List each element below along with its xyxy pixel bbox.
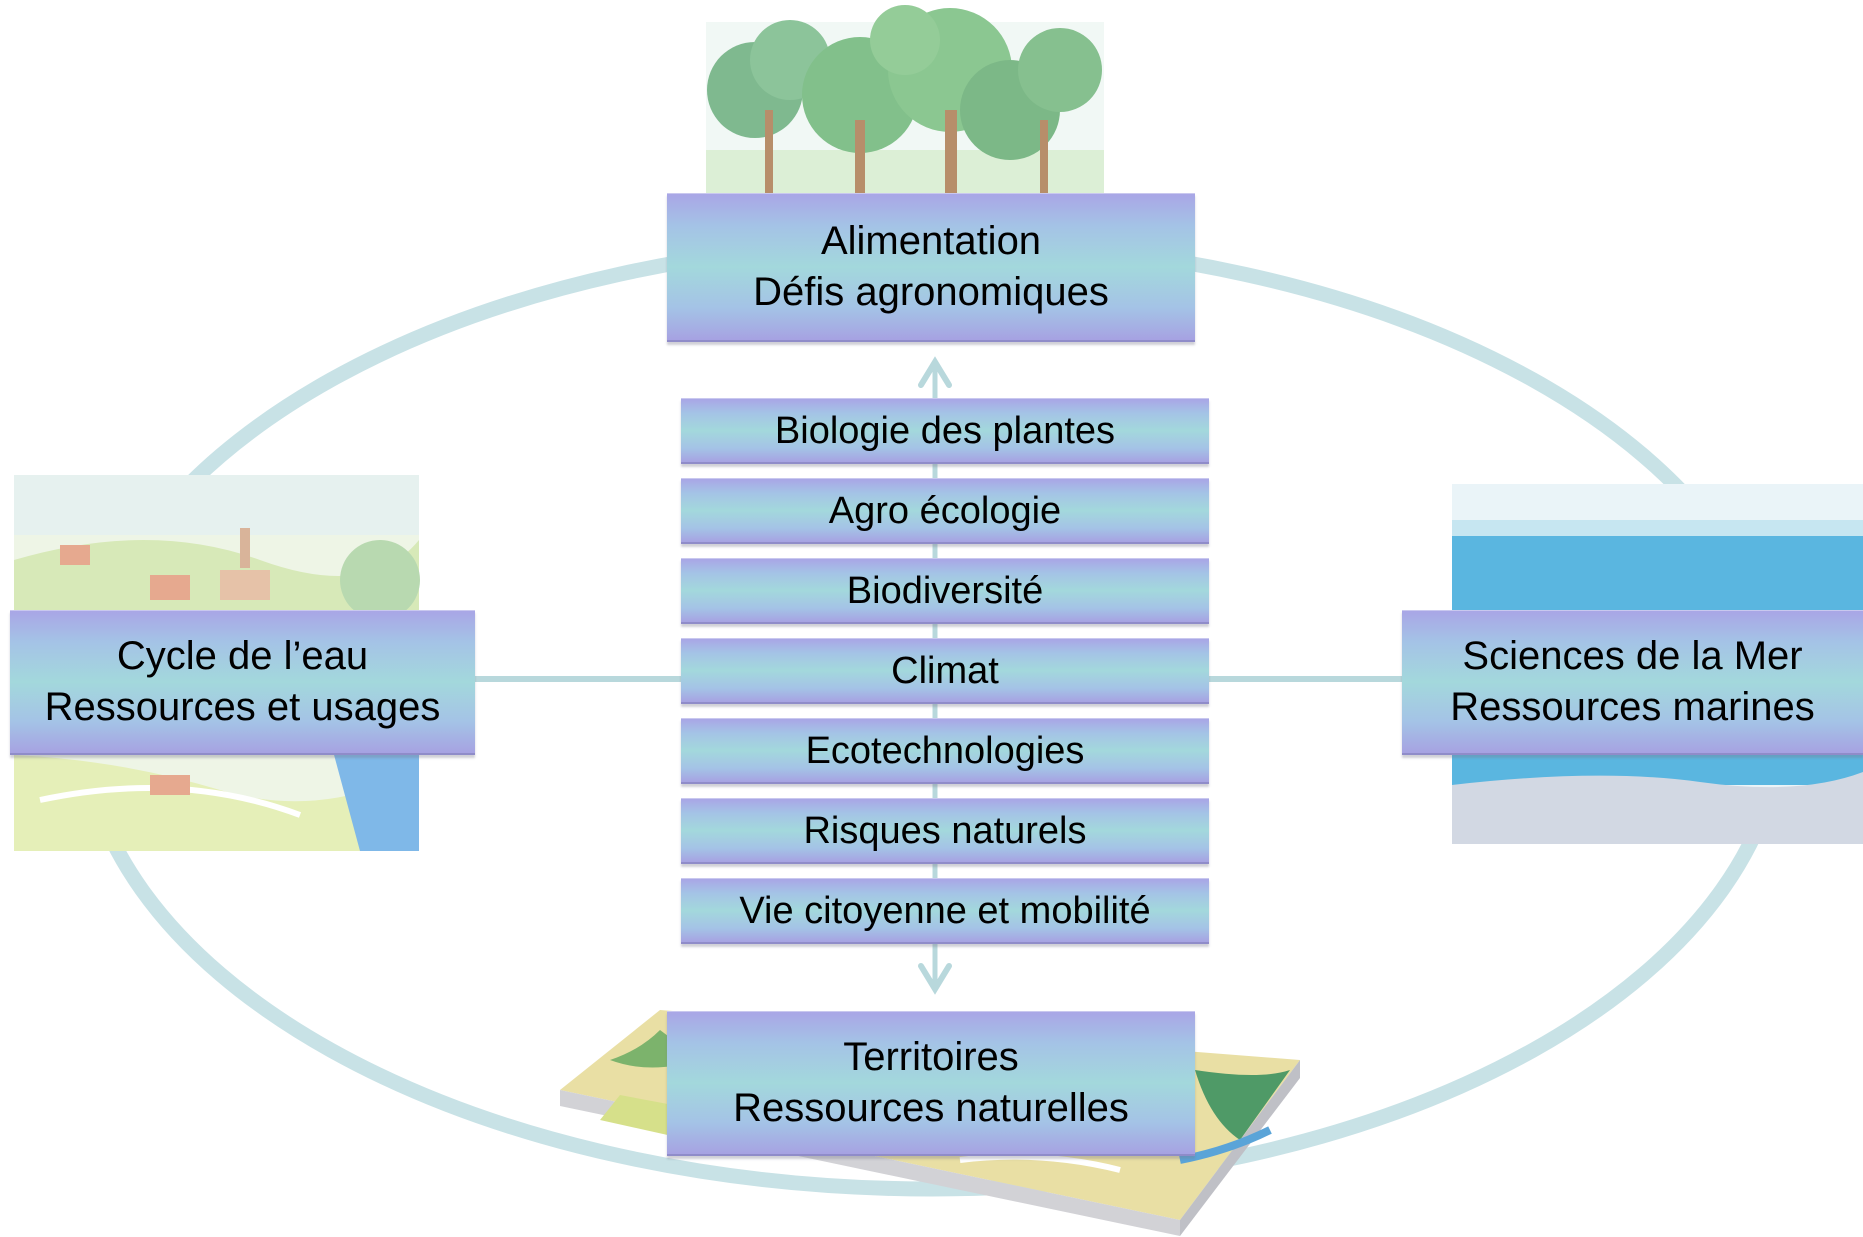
pole-top-line1: Alimentation xyxy=(820,219,1042,263)
pole-right-line2: Ressources marines xyxy=(1450,685,1815,729)
pole-bottom-line2: Ressources naturelles xyxy=(733,1086,1129,1130)
topic-label: Vie citoyenne et mobilité xyxy=(739,889,1151,932)
topic-label: Risques naturels xyxy=(803,809,1087,852)
central-topics: Biologie des plantes Agro écologie Biodi… xyxy=(681,398,1209,958)
pole-left-line2: Ressources et usages xyxy=(44,685,441,729)
topic-label: Ecotechnologies xyxy=(805,729,1085,772)
arrow-up xyxy=(918,356,952,388)
topic-ecotechnologies: Ecotechnologies xyxy=(681,718,1209,784)
topic-vie-citoyenne: Vie citoyenne et mobilité xyxy=(681,878,1209,944)
pole-left-line1: Cycle de l’eau xyxy=(116,634,369,678)
topic-agro-ecologie: Agro écologie xyxy=(681,478,1209,544)
topic-label: Agro écologie xyxy=(828,489,1062,532)
topic-label: Biologie des plantes xyxy=(774,409,1116,452)
pole-right-line1: Sciences de la Mer xyxy=(1462,634,1803,678)
topic-risques-naturels: Risques naturels xyxy=(681,798,1209,864)
topic-biologie-plantes: Biologie des plantes xyxy=(681,398,1209,464)
topic-label: Climat xyxy=(891,649,999,692)
pole-top-line2: Défis agronomiques xyxy=(753,270,1109,314)
arrow-down xyxy=(918,963,952,995)
topic-climat: Climat xyxy=(681,638,1209,704)
pole-cycle-eau: Cycle de l’eau Ressources et usages xyxy=(10,610,475,755)
topic-label: Biodiversité xyxy=(846,569,1044,612)
pole-territoires: Territoires Ressources naturelles xyxy=(667,1011,1195,1156)
forest-illustration xyxy=(706,5,1104,194)
pole-alimentation: Alimentation Défis agronomiques xyxy=(667,193,1195,342)
topic-biodiversite: Biodiversité xyxy=(681,558,1209,624)
pole-sciences-mer: Sciences de la Mer Ressources marines xyxy=(1402,610,1863,755)
pole-bottom-line1: Territoires xyxy=(843,1035,1019,1079)
